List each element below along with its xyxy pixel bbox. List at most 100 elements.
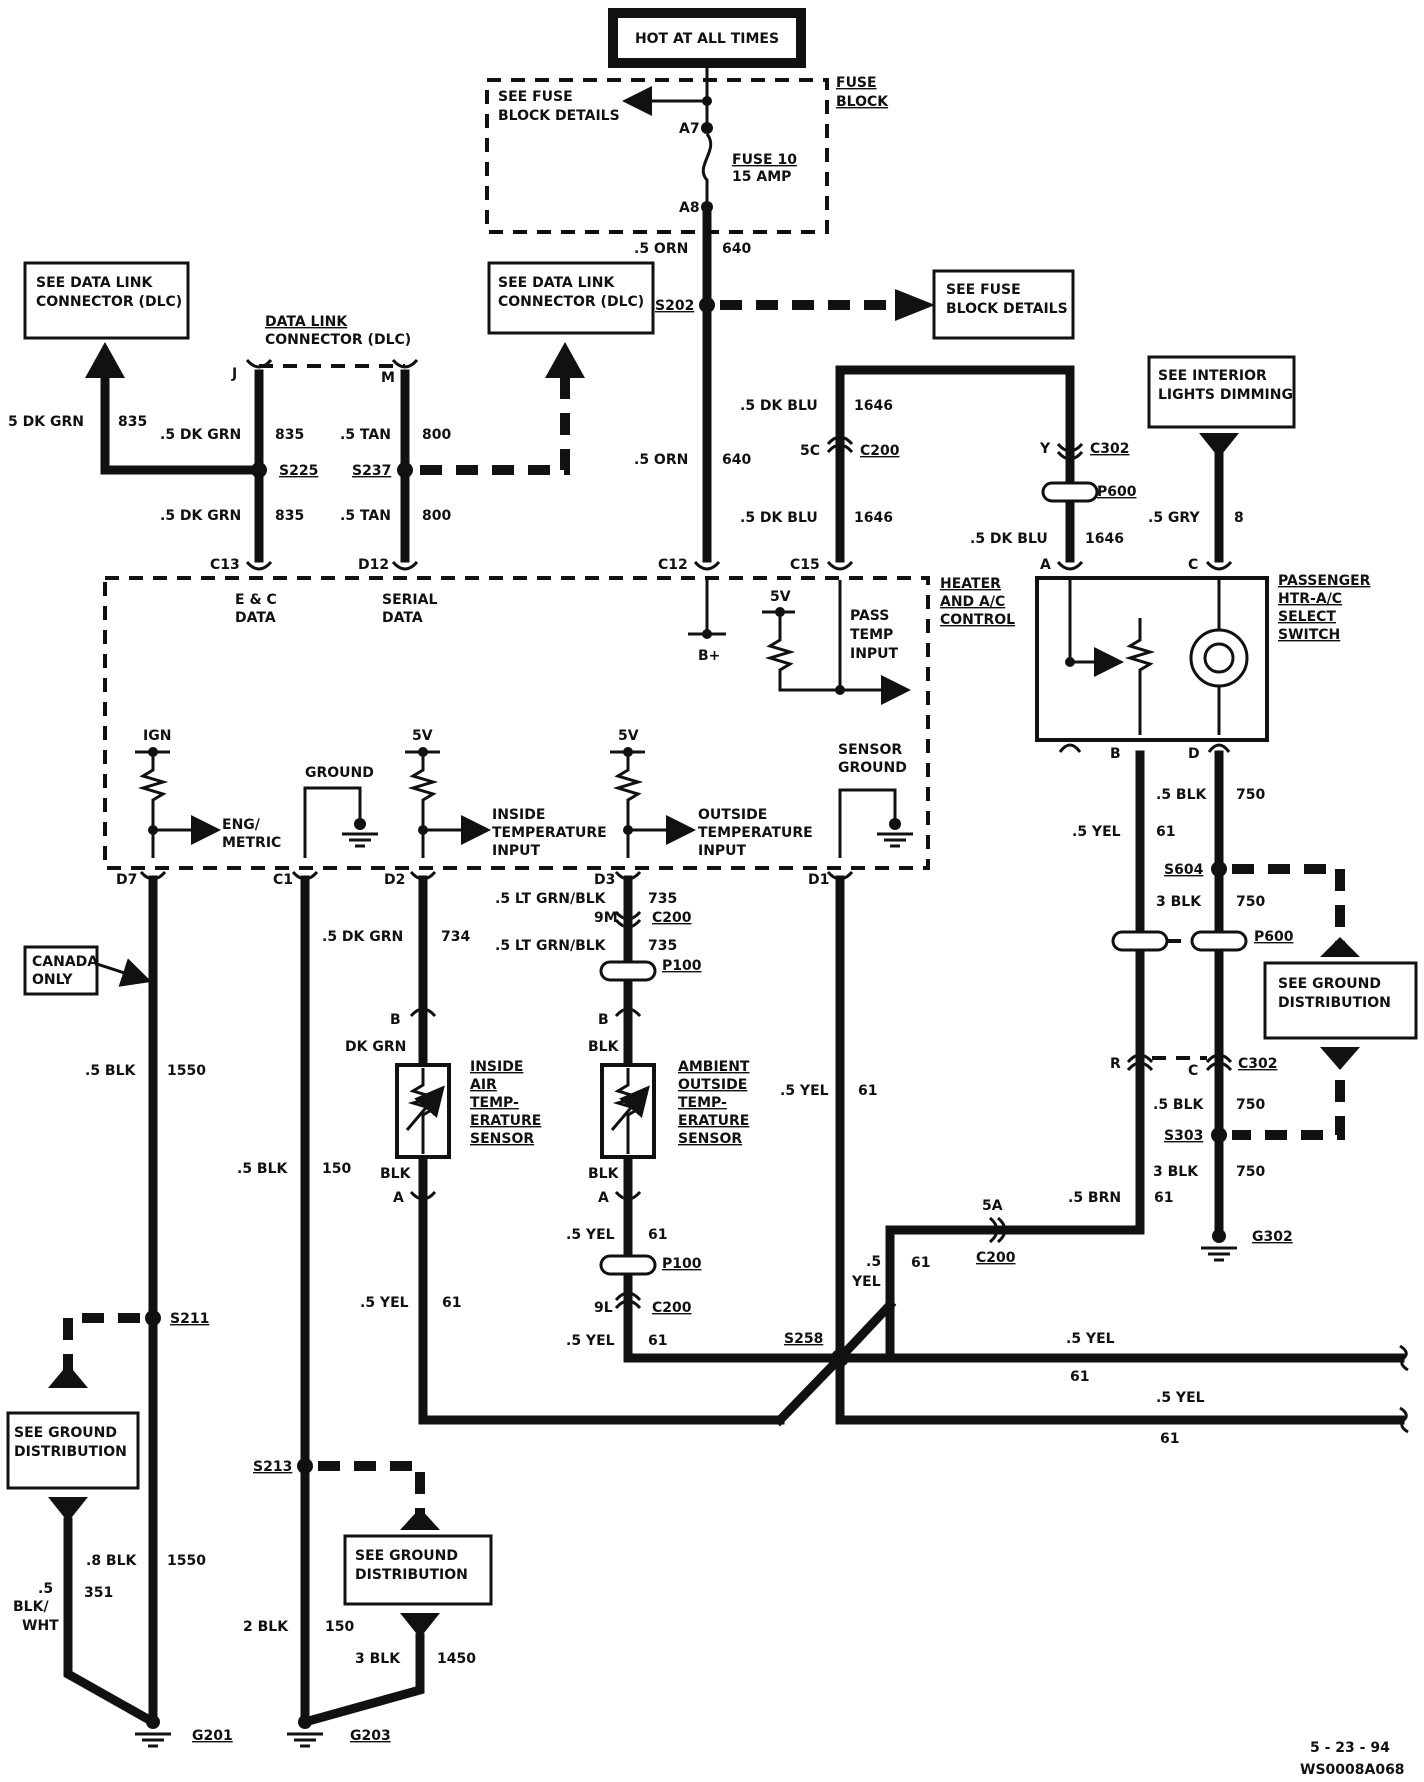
svg-text:TEMPERATURE: TEMPERATURE [492,825,607,841]
svg-text:ONLY: ONLY [32,972,73,988]
svg-text:BLOCK DETAILS: BLOCK DETAILS [946,301,1068,317]
svg-text:S604: S604 [1164,862,1204,878]
fuse-pin-a7: A7 [679,121,700,137]
svg-text:P100: P100 [662,958,702,974]
svg-text:800: 800 [422,508,451,524]
svg-text:5V: 5V [618,728,639,744]
svg-text:3 BLK: 3 BLK [1156,894,1202,910]
svg-text:J: J [231,366,237,382]
svg-text:SEE DATA LINK: SEE DATA LINK [498,275,615,291]
svg-text:5C: 5C [800,443,820,459]
svg-text:.5 BLK: .5 BLK [85,1063,137,1079]
svg-text:835: 835 [118,414,147,430]
svg-text:.5 YEL: .5 YEL [1066,1331,1115,1347]
svg-text:METRIC: METRIC [222,835,281,851]
ref-dlc-middle: SEE DATA LINK CONNECTOR (DLC) [487,261,655,335]
svg-text:DK GRN: DK GRN [345,1039,406,1055]
svg-text:SEE GROUND: SEE GROUND [1278,976,1381,992]
svg-text:.5 YEL: .5 YEL [566,1333,615,1349]
svg-text:DATA: DATA [235,610,276,626]
svg-text:SEE DATA LINK: SEE DATA LINK [36,275,153,291]
svg-text:2 BLK: 2 BLK [243,1619,289,1635]
svg-text:C13: C13 [210,557,240,573]
svg-text:1550: 1550 [167,1553,206,1569]
svg-text:GROUND: GROUND [305,765,374,781]
svg-text:C200: C200 [976,1250,1016,1266]
svg-text:BLK/: BLK/ [13,1599,49,1615]
svg-text:640: 640 [722,452,751,468]
svg-text:61: 61 [442,1295,461,1311]
svg-text:S237: S237 [352,463,391,479]
svg-text:C1: C1 [273,872,293,888]
svg-text:DISTRIBUTION: DISTRIBUTION [14,1444,127,1460]
svg-text:5V: 5V [770,589,791,605]
svg-text:C200: C200 [860,443,900,459]
ref-ground-middle: SEE GROUND DISTRIBUTION [343,1534,493,1606]
svg-text:WHT: WHT [22,1618,59,1634]
svg-text:5 DK GRN: 5 DK GRN [8,414,84,430]
svg-text:D: D [1188,746,1200,762]
svg-text:61: 61 [648,1333,667,1349]
svg-text:.5: .5 [38,1581,53,1597]
svg-text:750: 750 [1236,787,1265,803]
svg-text:5A: 5A [982,1198,1003,1214]
svg-text:DISTRIBUTION: DISTRIBUTION [355,1567,468,1583]
svg-text:S202: S202 [655,298,694,314]
svg-text:CONTROL: CONTROL [940,612,1015,628]
fuse-block-ref: SEE FUSE [498,89,573,105]
svg-text:61: 61 [1156,824,1175,840]
svg-text:SWITCH: SWITCH [1278,627,1340,643]
fuse-pin-a8: A8 [679,200,700,216]
svg-text:B: B [1110,746,1121,762]
svg-text:A: A [598,1190,609,1206]
svg-text:1646: 1646 [854,510,893,526]
diagram-code: WS0008A068 [1300,1762,1405,1778]
svg-text:61: 61 [1160,1431,1179,1447]
svg-text:PASSENGER: PASSENGER [1278,573,1371,589]
svg-text:150: 150 [322,1161,351,1177]
svg-text:E & C: E & C [235,592,277,608]
svg-text:SERIAL: SERIAL [382,592,437,608]
svg-text:.5 DK BLU: .5 DK BLU [740,398,818,414]
svg-text:.5 BLK: .5 BLK [1153,1097,1205,1113]
svg-text:INPUT: INPUT [698,843,747,859]
svg-text:.5 DK BLU: .5 DK BLU [740,510,818,526]
svg-text:B+: B+ [698,648,720,664]
svg-text:P600: P600 [1254,929,1294,945]
svg-text:G203: G203 [350,1728,391,1744]
svg-text:.5 YEL: .5 YEL [1156,1390,1205,1406]
svg-text:.5 DK BLU: .5 DK BLU [970,531,1048,547]
ref-ground-left: SEE GROUND DISTRIBUTION [6,1411,140,1490]
svg-text:.5 YEL: .5 YEL [566,1227,615,1243]
ref-fuse-block-details: SEE FUSE BLOCK DETAILS [932,269,1075,340]
svg-text:835: 835 [275,508,304,524]
svg-text:SENSOR: SENSOR [470,1131,534,1147]
svg-text:SENSOR: SENSOR [838,742,902,758]
dlc-title: DATA LINK [265,314,348,330]
svg-text:735: 735 [648,891,677,907]
svg-text:C: C [1188,1063,1198,1079]
svg-text:LIGHTS DIMMING: LIGHTS DIMMING [1158,387,1293,403]
ground-g201 [146,1715,160,1729]
svg-text:ENG/: ENG/ [222,817,261,833]
svg-text:.5: .5 [866,1254,881,1270]
svg-text:61: 61 [1070,1369,1089,1385]
svg-text:640: 640 [722,241,751,257]
svg-text:G201: G201 [192,1728,233,1744]
splice-s202 [699,297,715,313]
svg-text:SEE GROUND: SEE GROUND [14,1425,117,1441]
svg-text:750: 750 [1236,1164,1265,1180]
svg-text:S225: S225 [279,463,318,479]
svg-text:BLK: BLK [380,1166,412,1182]
svg-text:.5 GRY: .5 GRY [1148,510,1200,526]
canada-only-note: CANADA ONLY [23,945,152,996]
svg-text:S211: S211 [170,1311,209,1327]
svg-text:B: B [390,1012,401,1028]
svg-text:.5 BLK: .5 BLK [237,1161,289,1177]
svg-text:734: 734 [441,929,470,945]
svg-text:GROUND: GROUND [838,760,907,776]
power-source-box: HOT AT ALL TIMES [608,8,806,68]
svg-text:AMBIENT: AMBIENT [678,1059,750,1075]
svg-text:735: 735 [648,938,677,954]
